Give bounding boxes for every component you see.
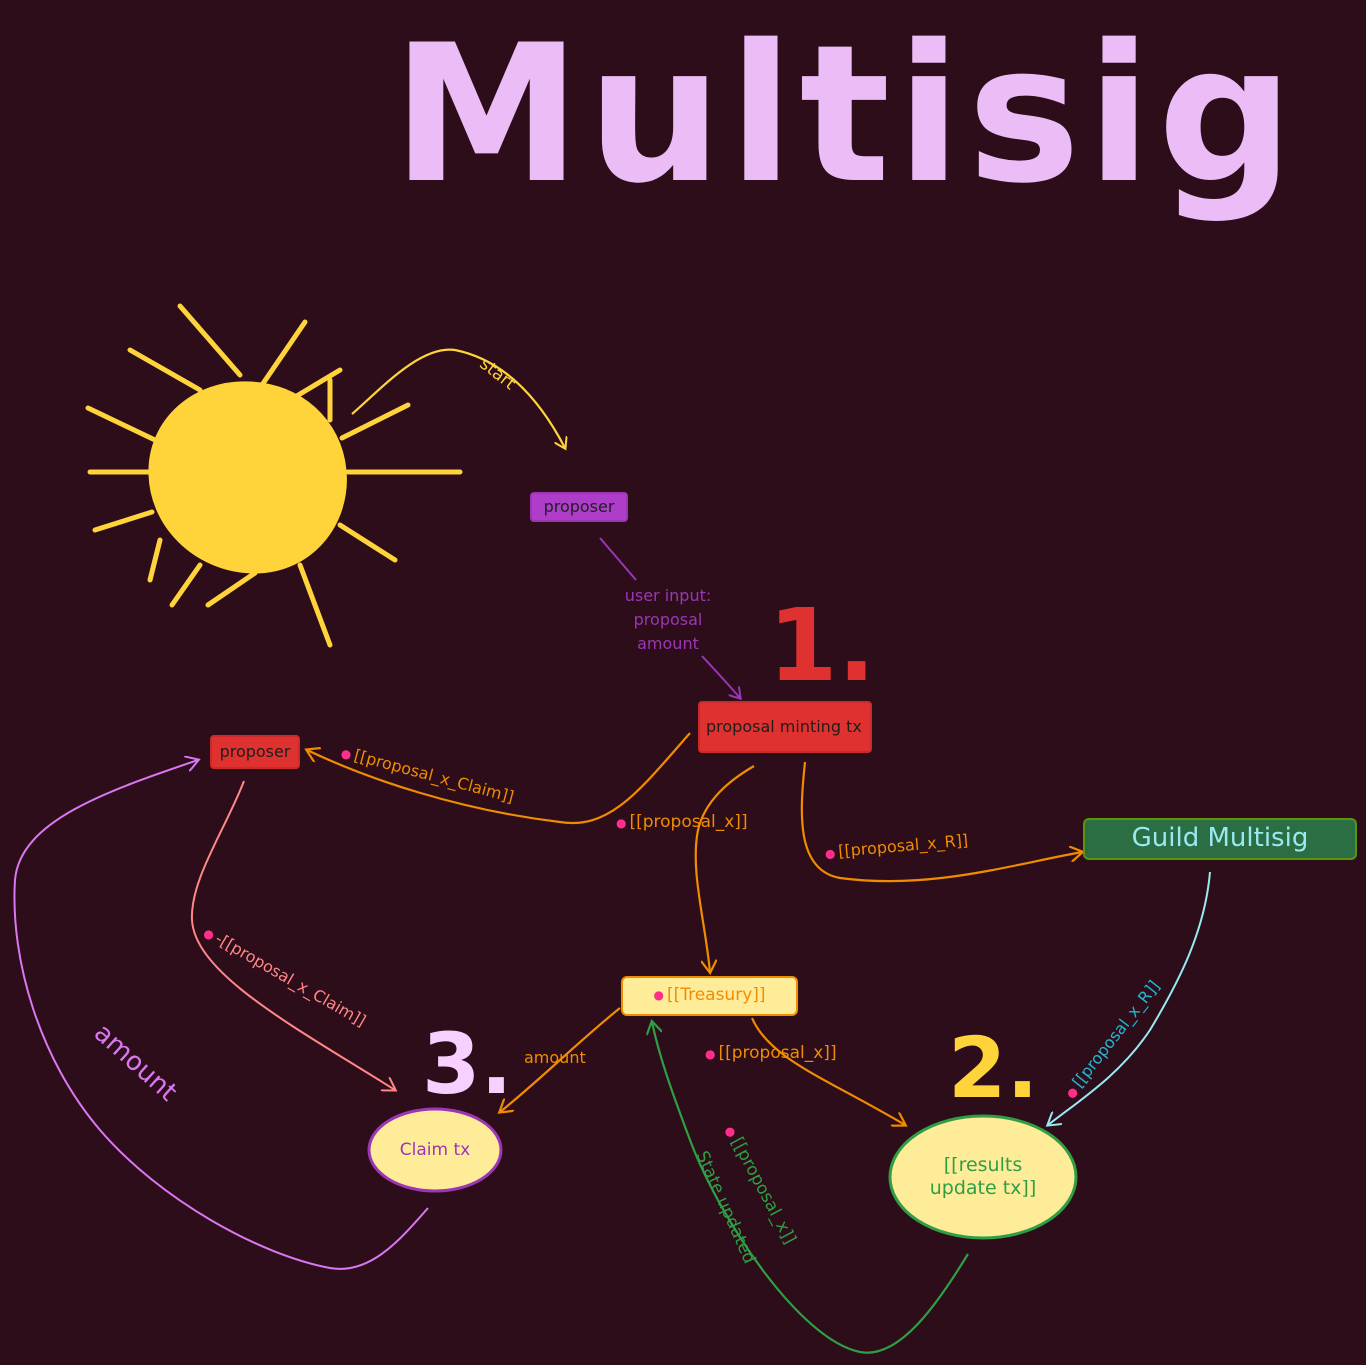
proposer-top-node[interactable]: proposer [530, 492, 628, 522]
sun-ray [169, 562, 203, 608]
proposer-left-label: proposer [219, 741, 291, 761]
step-three-number: 3. [422, 1015, 513, 1113]
edge-label-proposal-x-results-text: [[proposal_x]] [718, 1043, 837, 1063]
sun-ray [85, 405, 158, 443]
guild-multisig-node[interactable]: Guild Multisig [1083, 818, 1357, 860]
results-update-tx-label: [[results update tx]] [929, 1154, 1037, 1199]
edge-amount-treasury [500, 1007, 621, 1112]
results-update-tx-node[interactable]: [[results update tx]] [890, 1116, 1076, 1238]
pin-icon: ● [705, 1047, 716, 1061]
edge-label-proposal-x: ●[[proposal_x]] [616, 812, 748, 832]
edge-proposal-x-claim [307, 732, 691, 825]
edge-state-updated [652, 1022, 969, 1354]
edge-proposal-x-results [750, 1017, 905, 1125]
treasury-node[interactable]: ● [[Treasury]] [621, 976, 798, 1016]
page-title: Multisig [392, 4, 1300, 225]
treasury-label: [[Treasury]] [666, 985, 766, 1006]
pin-icon: ● [616, 816, 627, 830]
edge-proposal-x-r [800, 761, 1082, 883]
guild-multisig-label: Guild Multisig [1131, 823, 1309, 854]
sun-ray [297, 562, 333, 648]
sun-body [148, 381, 347, 574]
edge-neg-proposal-x-claim [190, 780, 395, 1090]
sun-ray [177, 303, 243, 378]
edge-start [351, 348, 565, 448]
sun-ray [259, 319, 308, 388]
edge-label-proposal-x-text: [[proposal_x]] [629, 812, 748, 832]
sun-drawing [85, 303, 463, 648]
edge-user-input-lower [701, 655, 740, 698]
edge-proposal-x-r-guild [1048, 871, 1211, 1125]
edge-amount-loop [13, 760, 429, 1270]
claim-tx-node[interactable]: Claim tx [369, 1109, 501, 1191]
pin-icon: ● [339, 745, 354, 763]
claim-tx-shape [367, 1107, 503, 1193]
sun-ray [337, 522, 398, 563]
edge-label-user-input: user input: proposal amount [624, 586, 712, 653]
claim-tx-label: Claim tx [399, 1139, 471, 1160]
step-two-number: 2. [948, 1019, 1039, 1117]
results-update-tx-shape [888, 1114, 1078, 1240]
proposer-left-node[interactable]: proposer [210, 735, 300, 769]
edge-proposal-x [694, 765, 755, 972]
sun-ray [205, 570, 258, 608]
sun-ray [127, 347, 203, 393]
sun-ray [147, 537, 163, 583]
minting-tx-node[interactable]: proposal minting tx [698, 701, 872, 753]
proposer-top-label: proposer [543, 496, 615, 516]
sun-ray [339, 402, 411, 441]
edge-label-proposal-x-results: ●[[proposal_x]] [705, 1043, 837, 1063]
sun-ray [92, 509, 155, 533]
minting-tx-label: proposal minting tx [706, 716, 862, 736]
step-one-number: 1. [768, 587, 876, 704]
edge-user-input-upper [599, 537, 637, 581]
pin-icon: ● [653, 988, 664, 1003]
pin-icon: ● [824, 846, 837, 861]
edge-label-amount-treasury: amount [524, 1048, 586, 1067]
sun-ray [287, 367, 343, 403]
